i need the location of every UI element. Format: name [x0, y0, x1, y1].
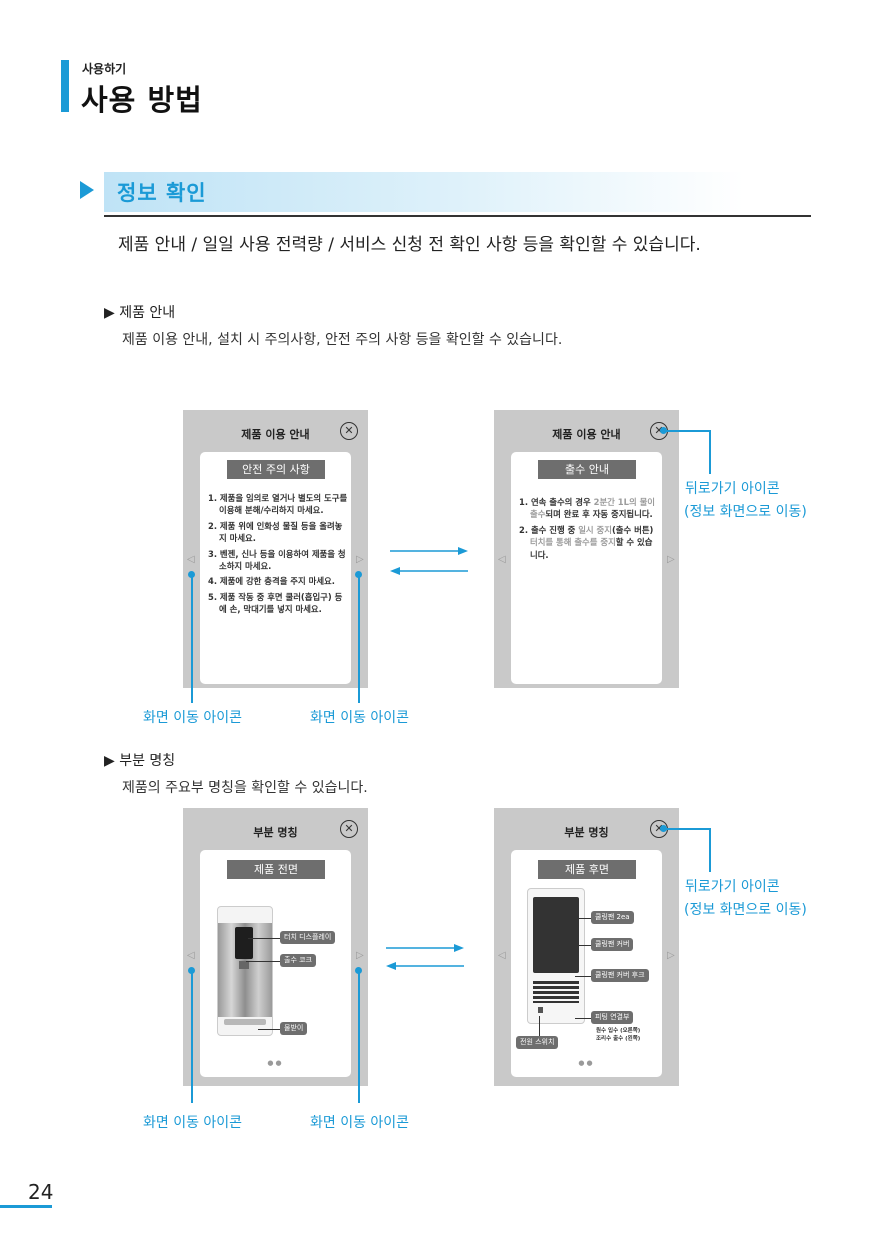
info-card: 제품 전면 터치 디스플레이 출수 코크 물받이 ●●	[200, 850, 351, 1077]
part-label: 쿨링팬 커버	[591, 938, 634, 951]
info-card: 안전 주의 사항 1. 제품을 임의로 열거나 별도의 도구를 이용해 분해/수…	[200, 452, 351, 684]
screen-title: 제품 이용 안내	[241, 428, 310, 441]
page-title: 사용 방법	[81, 83, 203, 117]
section-heading-band	[104, 172, 744, 212]
info-card: 제품 후면 쿨링팬 2ea 쿨링팬 커버 쿨링팬 커버 후크 피팅 연결부 전원…	[511, 850, 662, 1077]
header-accent-bar	[61, 60, 69, 112]
part-label: 쿨링팬 커버 후크	[591, 969, 649, 982]
fitting-note: 조리수 출수 (왼쪽)	[596, 1036, 641, 1042]
list-item: 3. 벤젠, 신나 등을 이용하여 제품을 청소하지 마세요.	[208, 548, 346, 572]
chevron-left-icon[interactable]: ◁	[187, 554, 195, 565]
nav-icon-callout-label: 화면 이동 아이콘	[143, 710, 243, 726]
callout-dot	[660, 825, 667, 832]
section-description: 제품 안내 / 일일 사용 전력량 / 서비스 신청 전 확인 사항 등을 확인…	[118, 235, 701, 255]
list-item: 2. 출수 진행 중 일시 중지(출수 버튼) 터치를 통해 출수를 중지할 수…	[519, 524, 654, 560]
screen-product-guide-safety: 제품 이용 안내 ✕ 안전 주의 사항 1. 제품을 임의로 열거나 별도의 도…	[183, 410, 368, 688]
chevron-right-icon[interactable]: ▷	[356, 950, 364, 961]
callout-dot	[355, 571, 362, 578]
screen-title: 제품 이용 안내	[552, 428, 621, 441]
callout-line	[191, 575, 193, 703]
page-dots: ●●	[267, 1059, 284, 1067]
product-guide-description: 제품 이용 안내, 설치 시 주의사항, 안전 주의 사항 등을 확인할 수 있…	[122, 332, 563, 348]
callout-dot	[188, 571, 195, 578]
screen-part-names-front: 부분 명칭 ✕ 제품 전면 터치 디스플레이 출수 코크 물받이 ●● ◁ ▷	[183, 808, 368, 1086]
nav-icon-callout-label: 화면 이동 아이콘	[310, 1115, 410, 1131]
list-item: 1. 제품을 임의로 열거나 별도의 도구를 이용해 분해/수리하지 마세요.	[208, 493, 348, 516]
screen-title: 부분 명칭	[253, 826, 298, 839]
category-chip: 안전 주의 사항	[227, 460, 325, 479]
callout-line	[664, 828, 710, 830]
nav-icon-callout-label: 화면 이동 아이콘	[310, 710, 410, 726]
callout-line	[664, 430, 710, 432]
part-label: 쿨링팬 2ea	[591, 911, 634, 924]
transition-arrows-icon	[386, 944, 464, 970]
section-triangle-icon	[80, 181, 94, 199]
callout-dot	[660, 427, 667, 434]
chevron-left-icon[interactable]: ◁	[187, 950, 195, 961]
close-icon[interactable]: ✕	[340, 422, 358, 440]
part-label: 전원 스위치	[516, 1036, 559, 1049]
info-card: 출수 안내 1. 연속 출수의 경우 2분간 1L의 물이 출수되며 완료 후 …	[511, 452, 662, 684]
callout-line	[191, 971, 193, 1103]
safety-list: 1. 제품을 임의로 열거나 별도의 도구를 이용해 분해/수리하지 마세요. …	[208, 492, 348, 619]
header-subtitle: 사용하기	[82, 62, 127, 76]
back-icon-callout-label: 뒤로가기 아이콘	[685, 879, 780, 895]
callout-line	[709, 828, 711, 872]
list-item: 2. 제품 위에 인화성 물질 등을 올려놓지 마세요.	[208, 520, 343, 544]
callout-line	[358, 575, 360, 703]
category-chip: 제품 전면	[227, 860, 325, 879]
close-icon[interactable]: ✕	[340, 820, 358, 838]
category-chip: 제품 후면	[538, 860, 636, 879]
fitting-note: 원수 입수 (오른쪽)	[596, 1028, 641, 1034]
purifier-front-illustration	[217, 906, 273, 1036]
screen-product-guide-dispense: 제품 이용 안내 ✕ 출수 안내 1. 연속 출수의 경우 2분간 1L의 물이…	[494, 410, 679, 688]
back-icon-callout-label: 뒤로가기 아이콘	[685, 481, 780, 497]
category-chip: 출수 안내	[538, 460, 636, 479]
callout-line	[358, 971, 360, 1103]
chevron-left-icon[interactable]: ◁	[498, 950, 506, 961]
chevron-right-icon[interactable]: ▷	[667, 554, 675, 565]
part-names-heading: ▶ 부분 명칭	[104, 753, 176, 769]
part-label: 물받이	[280, 1022, 308, 1035]
chevron-left-icon[interactable]: ◁	[498, 554, 506, 565]
part-label: 터치 디스플레이	[280, 931, 336, 944]
callout-dot	[355, 967, 362, 974]
page-dots: ●●	[578, 1059, 595, 1067]
chevron-right-icon[interactable]: ▷	[356, 554, 364, 565]
section-title: 정보 확인	[117, 181, 207, 205]
part-label: 출수 코크	[280, 954, 316, 967]
screen-title: 부분 명칭	[564, 826, 609, 839]
dispense-list: 1. 연속 출수의 경우 2분간 1L의 물이 출수되며 완료 후 자동 중지됩…	[519, 496, 659, 564]
page-number-underline	[0, 1205, 52, 1208]
transition-arrows-icon	[390, 547, 468, 575]
part-label: 피팅 연결부	[591, 1011, 634, 1024]
product-guide-heading: ▶ 제품 안내	[104, 305, 176, 321]
chevron-right-icon[interactable]: ▷	[667, 950, 675, 961]
list-item: 1. 연속 출수의 경우 2분간 1L의 물이 출수되며 완료 후 자동 중지됩…	[519, 497, 655, 520]
nav-icon-callout-label: 화면 이동 아이콘	[143, 1115, 243, 1131]
callout-line	[709, 430, 711, 474]
part-names-description: 제품의 주요부 명칭을 확인할 수 있습니다.	[122, 780, 368, 796]
list-item: 4. 제품에 강한 충격을 주지 마세요.	[208, 576, 335, 587]
callout-dot	[188, 967, 195, 974]
purifier-rear-illustration	[527, 888, 585, 1024]
back-icon-callout-desc: (정보 화면으로 이동)	[684, 504, 807, 520]
list-item: 5. 제품 작동 중 후면 쿨러(흡입구) 등에 손, 막대기를 넣지 마세요.	[208, 591, 343, 615]
screen-part-names-rear: 부분 명칭 ✕ 제품 후면 쿨링팬 2ea 쿨링팬 커버 쿨링팬 커버 후크 피…	[494, 808, 679, 1086]
page-number: 24	[28, 1180, 54, 1204]
section-divider	[104, 215, 811, 217]
back-icon-callout-desc: (정보 화면으로 이동)	[684, 902, 807, 918]
